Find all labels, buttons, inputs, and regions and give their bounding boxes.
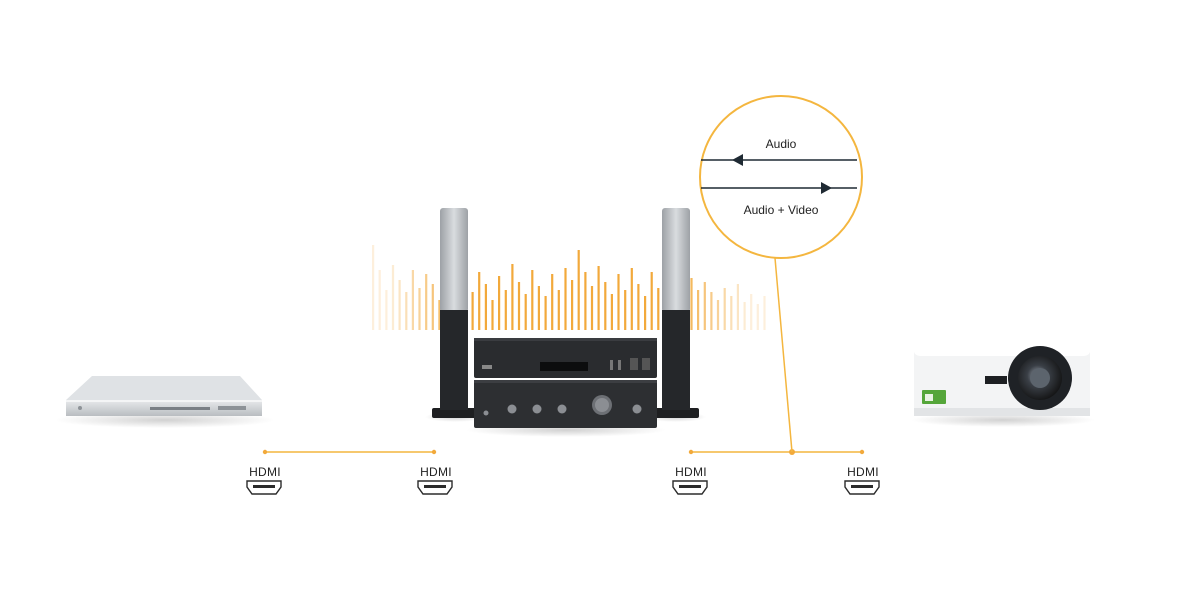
hdmi-port-pins	[679, 485, 701, 488]
waveform-bar	[551, 274, 554, 330]
waveform-bar	[637, 284, 640, 330]
waveform-bar	[750, 294, 753, 330]
waveform-bar	[537, 286, 540, 330]
waveform-bar	[590, 286, 594, 330]
waveform-bar	[471, 292, 474, 330]
waveform-bar	[531, 270, 534, 330]
waveform-bar	[498, 276, 501, 330]
waveform-bar	[630, 268, 633, 330]
waveform-bar	[564, 268, 567, 330]
tower-speaker-right-icon	[646, 208, 706, 422]
av-receiver-icon	[466, 338, 666, 437]
waveform-bar	[491, 300, 494, 330]
waveform-bar	[604, 282, 607, 330]
waveform-bar	[484, 284, 487, 330]
waveform-bar	[405, 292, 408, 330]
waveform-bar	[411, 270, 414, 330]
hdmi-label-2: HDMI	[420, 465, 452, 479]
hdmi-port-pins	[424, 485, 446, 488]
waveform-bar	[703, 282, 706, 330]
waveform-bar	[690, 278, 693, 330]
hdmi-label-3: HDMI	[675, 465, 707, 479]
callout-magnifier	[699, 95, 863, 259]
waveform-bar	[584, 272, 587, 330]
waveform-bar	[372, 245, 375, 330]
waveform-bar	[610, 294, 613, 330]
waveform-bar	[517, 282, 521, 330]
arrow-left-icon	[732, 154, 743, 166]
waveform-bar	[398, 280, 401, 330]
waveform-bar	[385, 290, 388, 330]
waveform-bar	[763, 296, 766, 330]
waveform-bar	[577, 250, 580, 330]
hdmi-label-4: HDMI	[847, 465, 879, 479]
waveform-bar	[391, 265, 395, 330]
hdmi-label-1: HDMI	[249, 465, 281, 479]
waveform-bar	[624, 290, 627, 330]
tower-speaker-left-icon	[425, 208, 485, 422]
waveform-bar	[697, 290, 700, 330]
waveform-bar	[557, 290, 560, 330]
waveform-bar	[644, 296, 647, 330]
hdmi-port-pins	[851, 485, 873, 488]
callout-audio-video-label: Audio + Video	[743, 203, 819, 217]
waveform-bar	[743, 302, 746, 330]
arrow-right-icon	[821, 182, 832, 194]
waveform-bar	[504, 290, 507, 330]
waveform-bar	[730, 296, 733, 330]
audio-waveform	[372, 245, 766, 330]
hdmi-ports	[246, 480, 880, 495]
waveform-bar	[617, 274, 620, 330]
waveform-bar	[571, 280, 574, 330]
waveform-bar	[478, 272, 481, 330]
waveform-bar	[425, 274, 428, 330]
waveform-bar	[657, 288, 660, 330]
waveform-bar	[723, 288, 726, 330]
projector-icon	[911, 346, 1095, 427]
waveform-bar	[544, 296, 547, 330]
waveform-bar	[431, 284, 434, 330]
callout-audio-label: Audio	[765, 137, 797, 151]
waveform-bar	[710, 292, 713, 330]
waveform-bar	[650, 272, 653, 330]
waveform-bar	[438, 300, 441, 330]
blu-ray-player-icon	[55, 376, 275, 428]
waveform-bar	[716, 300, 720, 330]
waveform-bar	[378, 270, 381, 330]
waveform-bar	[511, 264, 514, 330]
waveform-bar	[524, 294, 527, 330]
waveform-bar	[418, 288, 421, 330]
waveform-bar	[736, 284, 739, 330]
waveform-bar	[756, 304, 759, 330]
hdmi-port-pins	[253, 485, 275, 488]
waveform-bar	[597, 266, 600, 330]
connection-lines	[262, 257, 865, 455]
